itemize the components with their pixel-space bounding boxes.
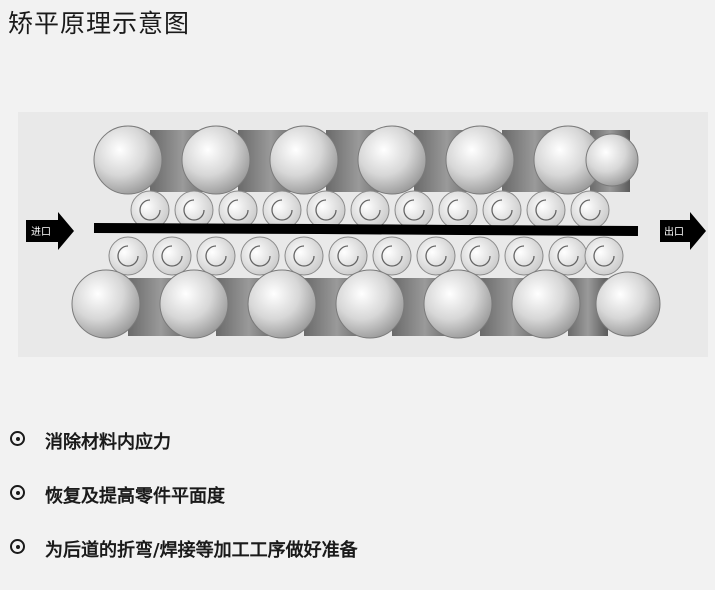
bottom-rotation-arrows bbox=[117, 245, 615, 267]
page-title: 矫平原理示意图 bbox=[8, 9, 191, 38]
list-item: 为后道的折弯/焊接等加工工序做好准备 bbox=[10, 536, 358, 590]
bullet-text: 为后道的折弯/焊接等加工工序做好准备 bbox=[45, 540, 358, 561]
circle-dot-icon bbox=[10, 431, 25, 446]
exit-label: 出口 bbox=[664, 225, 684, 238]
top-backup-rolls bbox=[93, 125, 639, 195]
list-item: 消除材料内应力 bbox=[10, 428, 358, 482]
sheet-strip bbox=[93, 223, 639, 236]
list-item: 恢复及提高零件平面度 bbox=[10, 482, 358, 536]
benefit-list: 消除材料内应力 恢复及提高零件平面度 为后道的折弯/焊接等加工工序做好准备 bbox=[10, 428, 358, 590]
exit-arrow: 出口 bbox=[660, 212, 706, 250]
bottom-work-rolls bbox=[108, 236, 624, 276]
bullet-text: 消除材料内应力 bbox=[45, 432, 171, 453]
entry-arrow: 进口 bbox=[26, 212, 74, 250]
circle-dot-icon bbox=[10, 485, 25, 500]
top-work-rolls bbox=[130, 190, 610, 230]
circle-dot-icon bbox=[10, 539, 25, 554]
bullet-text: 恢复及提高零件平面度 bbox=[45, 486, 225, 507]
bottom-backup-rolls bbox=[71, 269, 661, 339]
top-rotation-arrows bbox=[139, 199, 601, 221]
entry-label: 进口 bbox=[31, 226, 51, 238]
